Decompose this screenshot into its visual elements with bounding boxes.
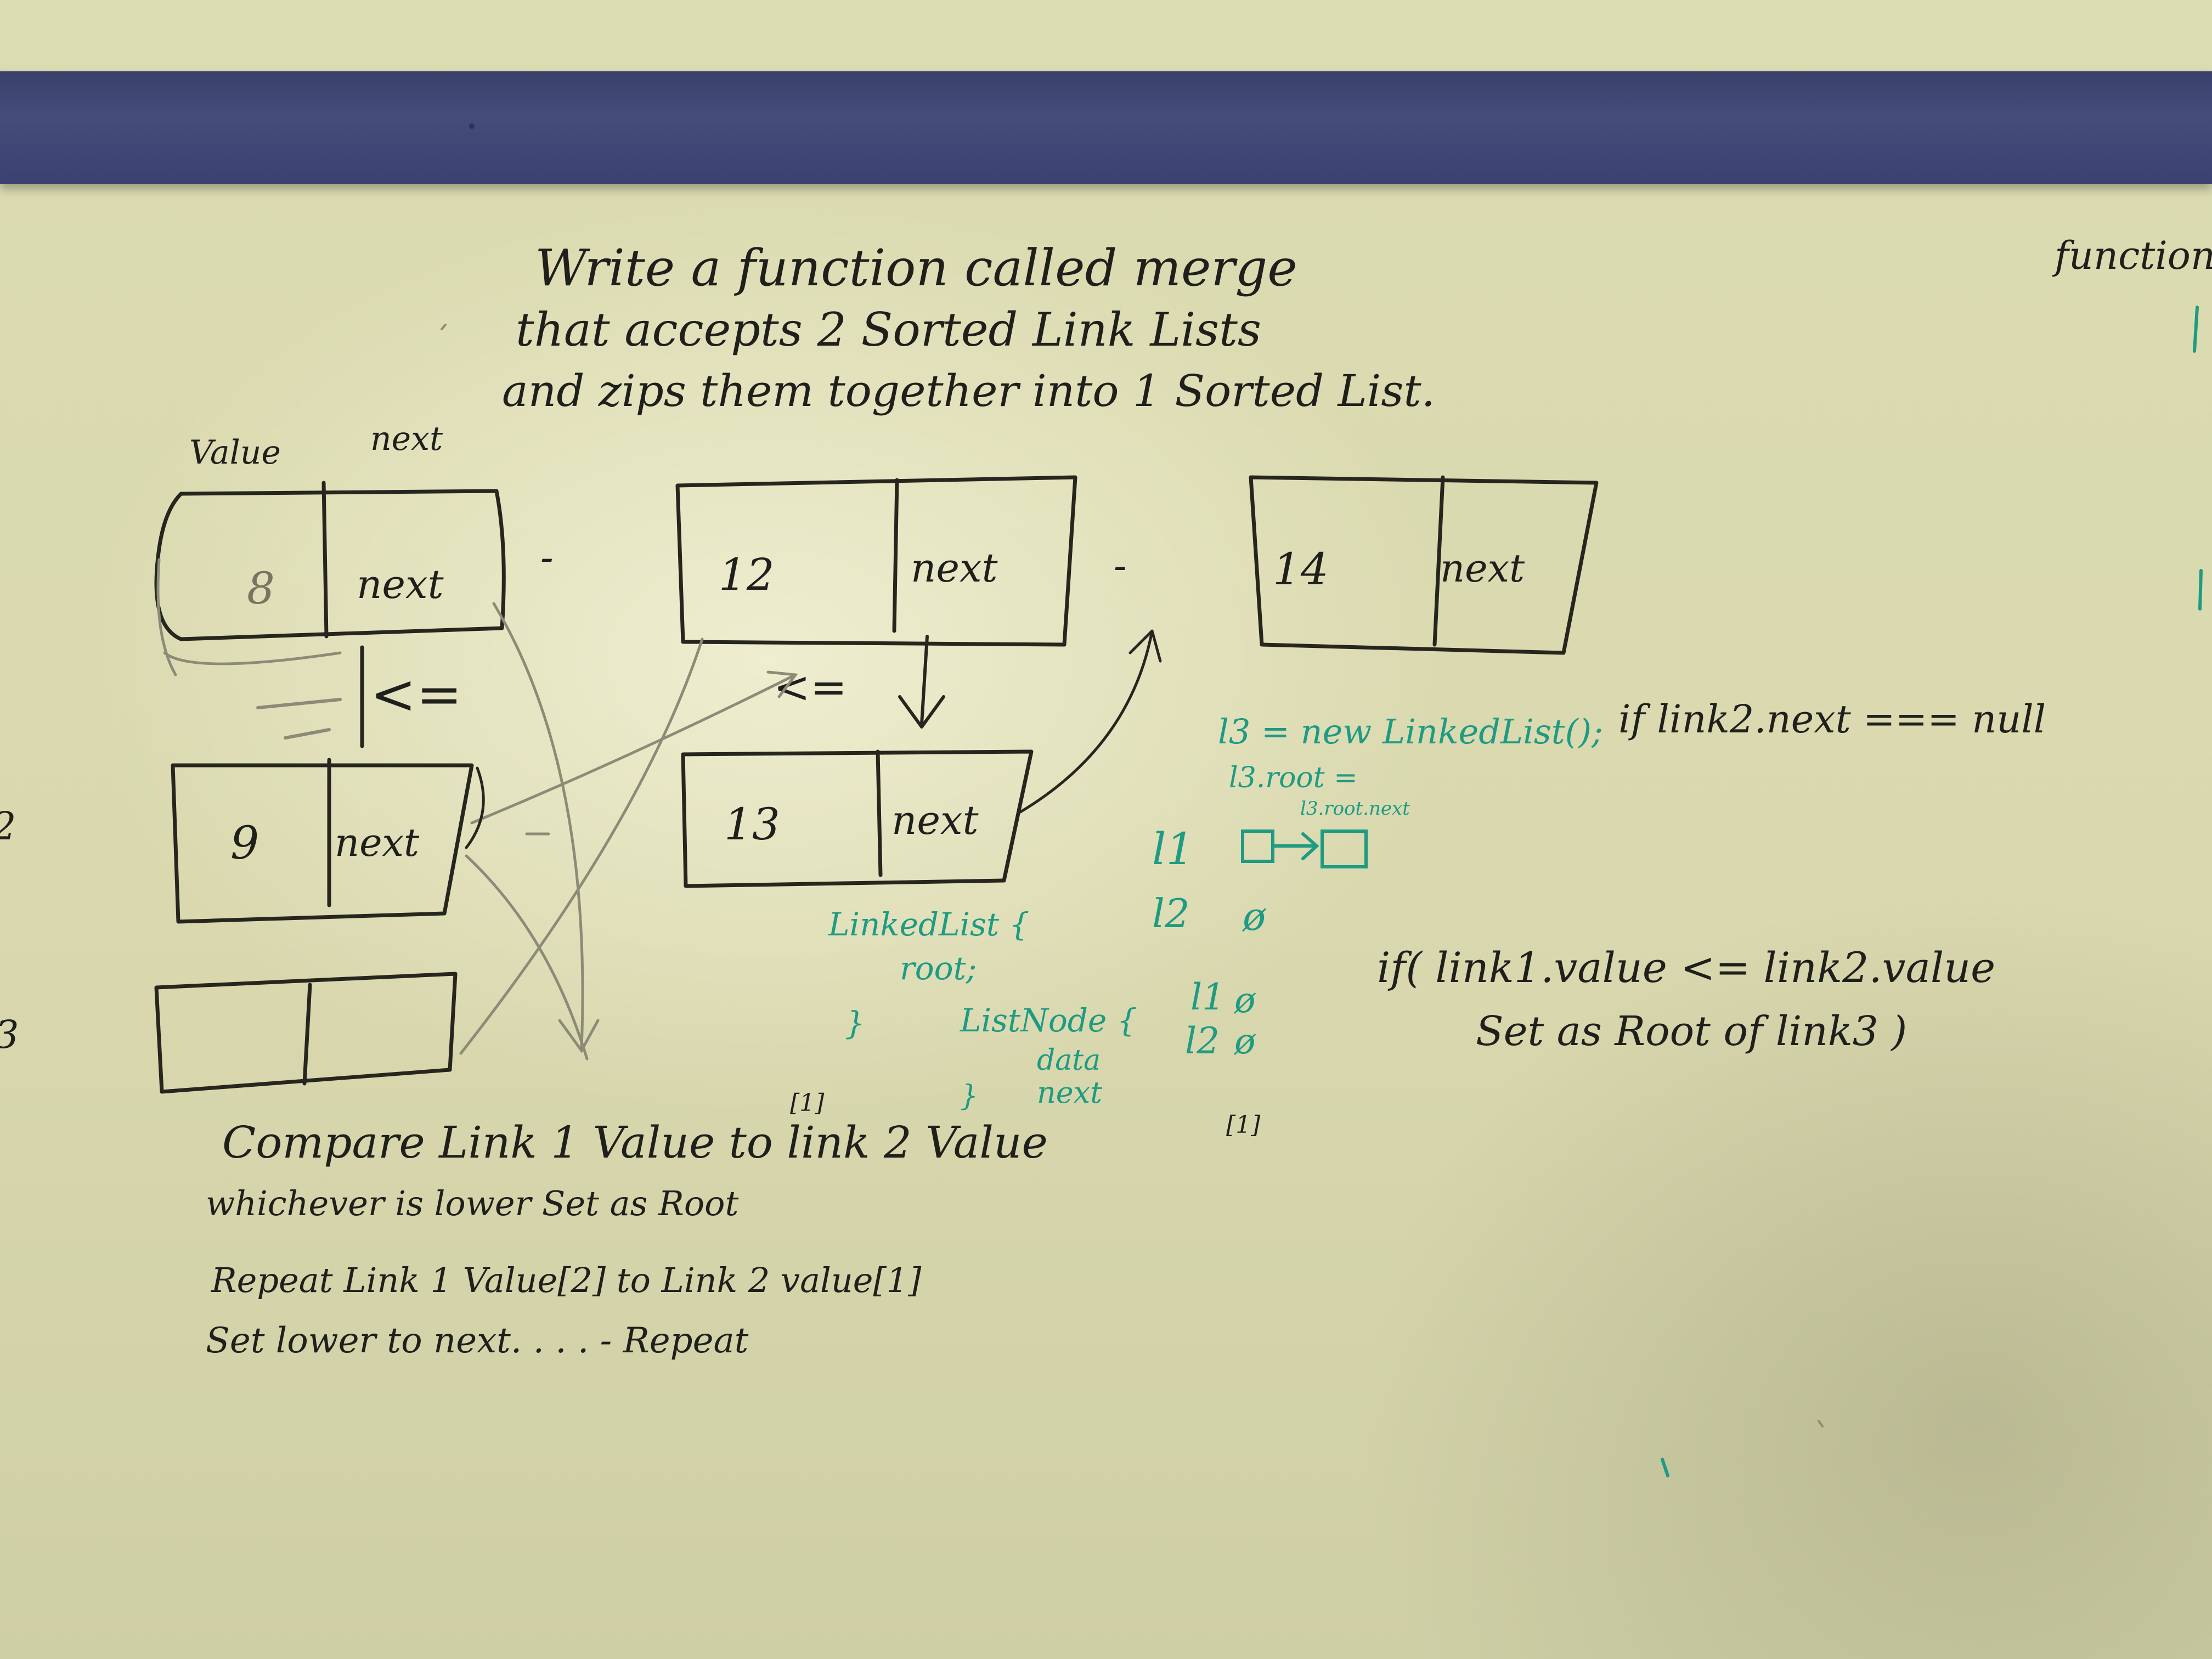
node-9: 9 next [171, 758, 474, 924]
node-14-value: 14 [1273, 544, 1329, 595]
prompt-line-3: and zips them together into 1 Sorted Lis… [502, 365, 1435, 416]
green-null-1: ø [1242, 894, 1267, 939]
green-linkedlist-open: LinkedList { [828, 906, 1030, 943]
green-root: root; [900, 950, 977, 987]
green-data: data [1037, 1044, 1101, 1077]
node-8-next: next [357, 561, 444, 607]
green-null-3: ø [1234, 1022, 1256, 1062]
index-mark-1: [1] [790, 1089, 825, 1117]
node-14-next: next [1440, 546, 1525, 591]
compare-mark-left: <= [256, 645, 462, 748]
green-l2b: l2 [1185, 1020, 1220, 1062]
green-root-assign-sub: l3.root.next [1300, 798, 1410, 820]
node-14: 14 next [1249, 475, 1599, 655]
compare-text-left: <= [370, 662, 462, 726]
whiteboard-top-rail [0, 71, 2212, 184]
null-check: if link2.next === null [1618, 697, 2046, 742]
right-edge-text: function [2052, 233, 2212, 278]
bottom-line-3: Repeat Link 1 Value[2] to Link 2 value[1… [211, 1260, 922, 1300]
set-root-note: Set as Root of link3 ) [1476, 1008, 1907, 1055]
node-13-value: 13 [724, 799, 780, 850]
rail-screw [469, 123, 475, 129]
header-next: next [370, 420, 443, 458]
row-label-3: 3 [0, 1012, 19, 1057]
dash-mark-1: - [540, 535, 554, 580]
node-12-value: 12 [719, 549, 775, 600]
green-listnode-open: ListNode { [960, 1002, 1137, 1039]
green-close-1: } [845, 1005, 865, 1042]
green-l2: l2 [1152, 890, 1190, 936]
node-8: 8 next [154, 481, 506, 676]
green-l1b: l1 [1190, 976, 1225, 1018]
green-l1: l1 [1152, 823, 1194, 874]
bottom-line-1: Compare Link 1 Value to link 2 Value [222, 1117, 1048, 1168]
node-12: 12 next [675, 475, 1077, 647]
node-9-value: 9 [230, 817, 259, 870]
prompt-line-2: that accepts 2 Sorted Link Lists [516, 303, 1261, 357]
index-mark-2: [1] [1226, 1111, 1261, 1139]
prompt-line-1: Write a function called merge [535, 239, 1297, 297]
header-value: Value [189, 433, 281, 472]
node-13: 13 next [681, 749, 1034, 888]
row-label-2: 2 [0, 804, 16, 849]
node-12-next: next [911, 545, 998, 591]
green-new-list: l3 = new LinkedList(); [1218, 712, 1603, 752]
bottom-line-4: Set lower to next. . . . - Repeat [206, 1321, 749, 1361]
node-13-next: next [891, 797, 979, 843]
green-null-2: ø [1234, 980, 1256, 1021]
green-next: next [1037, 1075, 1102, 1110]
node-empty [154, 972, 458, 1094]
node-9-next: next [335, 820, 420, 865]
node-8-value: 8 [247, 563, 275, 614]
green-root-assign: l3.root = [1229, 761, 1358, 794]
green-node-diagram [1241, 830, 1368, 868]
if-compare: if( link1.value <= link2.value [1377, 943, 1995, 992]
green-close-2: } [960, 1080, 978, 1113]
bottom-line-2: whichever is lower Set as Root [206, 1183, 738, 1223]
compare-mark-middle: <= [774, 635, 945, 729]
dash-mark-2: - [1114, 543, 1127, 588]
